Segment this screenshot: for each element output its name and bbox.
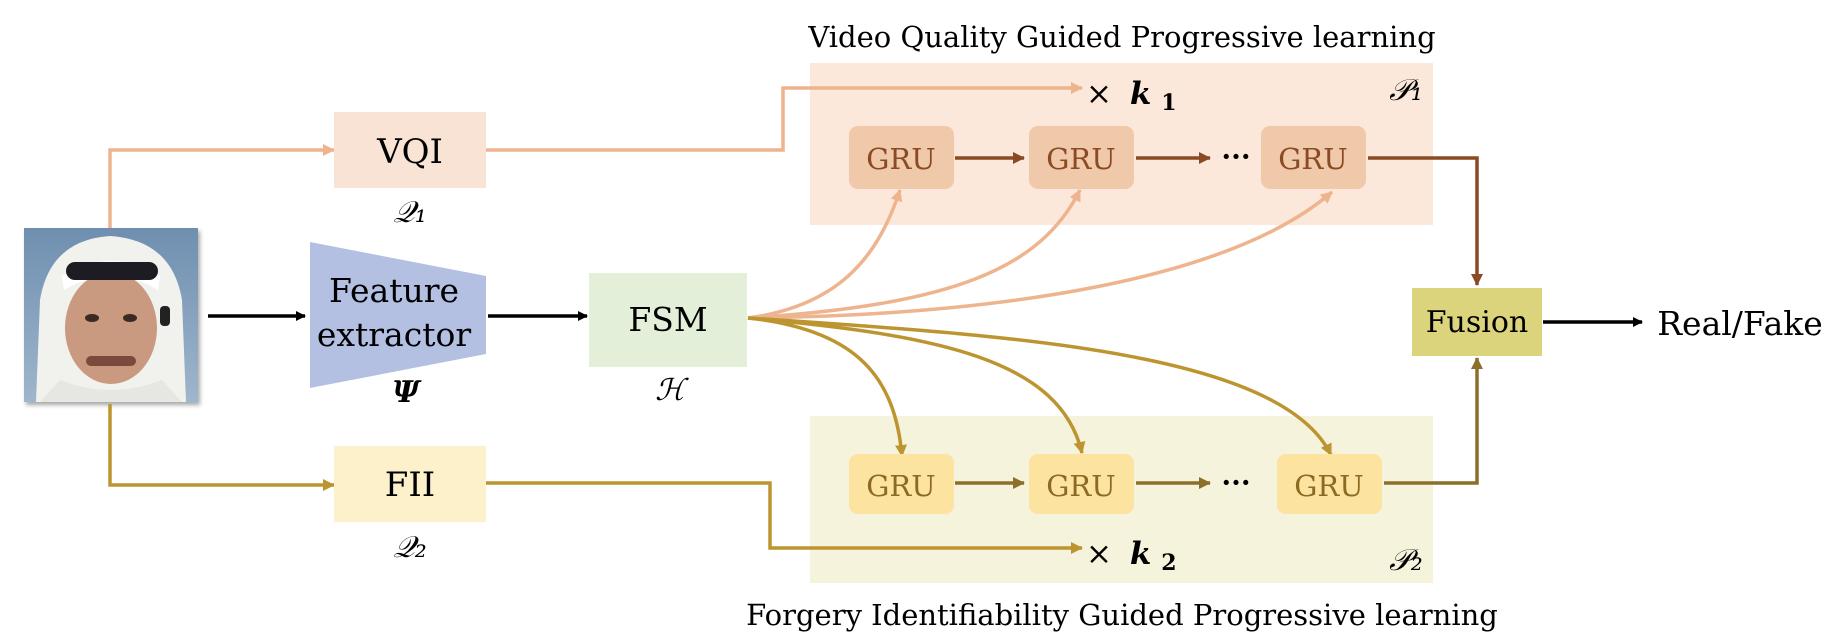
bottom-gru-3 [1277,454,1382,514]
top-gru-2 [1029,126,1134,189]
fusion-label: Fusion [1426,305,1529,340]
fii-label: FII [385,465,435,505]
arrow-fsm-to-bottom-gru-2 [747,316,1086,454]
top-gru-1-label: GRU [866,142,935,176]
arrow-bottom-branch-to-fusion [1384,357,1483,485]
arrow-vqi-to-k1 [486,82,1083,152]
arrow-fii-to-k2 [486,481,1083,554]
arrow-fsm-to-top-gru-3 [747,190,1334,320]
top-gru-3-label: GRU [1278,142,1347,176]
feature-extractor-line2: extractor [317,315,471,354]
feature-extractor-shape [310,242,486,388]
arrow-image-to-vqi [108,144,335,228]
fsm-label: FSM [628,300,707,339]
top-gru-2-label: GRU [1046,142,1115,176]
top-branch-symbol: 𝒫₁ [1389,73,1423,108]
bottom-multiplier-sub: 2 [1161,550,1176,576]
top-gru-3 [1261,126,1366,189]
top-multiplier-var: k [1130,76,1151,112]
bottom-gru-1-label: GRU [866,469,935,503]
vqi-symbol: 𝒬₁ [393,195,427,230]
fii-box [334,446,486,522]
arrow-top-branch-to-fusion [1368,156,1483,286]
top-multiplier: × k 1 [1086,76,1177,116]
bottom-gru-1 [849,454,954,514]
top-branch-title: Video Quality Guided Progressive learnin… [807,20,1435,54]
bottom-branch-symbol: 𝒫₂ [1389,543,1423,578]
bottom-multiplier-var: k [1130,536,1151,572]
arrow-image-to-fii [108,404,335,491]
vqi-label: VQI [376,132,443,172]
bottom-ellipsis: ··· [1221,466,1250,499]
bottom-multiplier: × k 2 [1086,536,1177,576]
bottom-gru-3-label: GRU [1294,469,1363,503]
bottom-gru-2-label: GRU [1046,469,1115,503]
bottom-branch-title: Forgery Identifiability Guided Progressi… [746,598,1498,632]
feature-extractor-line1: Feature [329,271,459,310]
arrow-fsm-to-bottom-gru-1 [747,316,907,457]
top-multiplier-sub: 1 [1161,90,1176,116]
top-ellipsis: ··· [1221,140,1250,173]
vqi-box [334,112,486,188]
bottom-gru-2 [1029,454,1134,514]
feature-extractor-symbol: Ψ [392,375,422,410]
arrow-fsm-to-top-gru-1 [747,189,903,320]
fii-symbol: 𝒬₂ [393,530,427,565]
top-multiplier-times: × [1086,76,1112,112]
bottom-multiplier-times: × [1086,536,1112,572]
top-gru-1 [849,126,954,189]
fsm-symbol: ℋ [655,373,689,408]
input-face-image [24,228,198,402]
fsm-box [589,273,747,367]
arrow-fsm-to-top-gru-2 [747,189,1082,320]
arrow-fsm-to-bottom-gru-3 [747,316,1333,456]
output-label: Real/Fake [1657,304,1823,343]
fusion-box [1412,288,1542,356]
